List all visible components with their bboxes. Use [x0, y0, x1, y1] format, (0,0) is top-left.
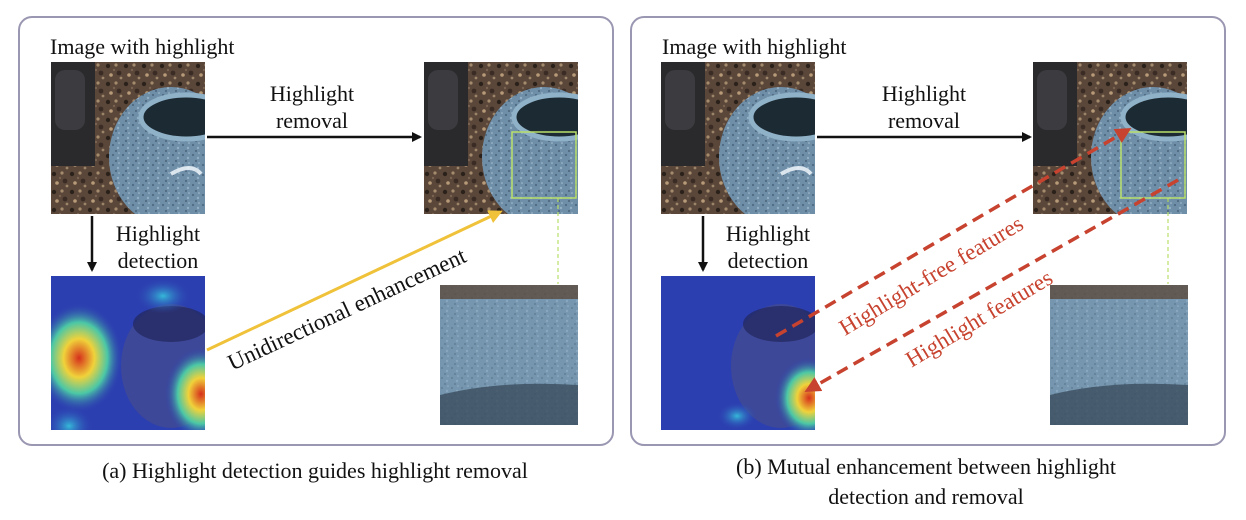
zoom-crop-a — [440, 285, 578, 425]
input-photo-b — [661, 62, 815, 214]
removal-label-a-line2: removal — [275, 108, 349, 133]
input-image-label-b: Image with highlight — [662, 34, 847, 59]
detection-label-a-line2: detection — [117, 248, 199, 273]
caption-b-line2: detection and removal — [828, 484, 1024, 509]
detection-label-b: Highlight detection — [710, 220, 826, 274]
output-photo-a — [424, 62, 578, 214]
caption-b: (b) Mutual enhancement between highlight… — [640, 452, 1212, 512]
heatmap-a — [51, 276, 205, 430]
zoom-crop-b — [1050, 285, 1188, 425]
caption-a: (a) Highlight detection guides highlight… — [102, 458, 528, 483]
detection-label-a-line1: Highlight — [115, 221, 201, 246]
detection-label-b-line1: Highlight — [725, 221, 811, 246]
detection-label-b-line2: detection — [727, 248, 809, 273]
removal-label-a-line1: Highlight — [269, 81, 355, 106]
removal-label-b: Highlight removal — [858, 80, 990, 134]
heatmap-b — [661, 276, 815, 430]
removal-label-b-line2: removal — [887, 108, 961, 133]
removal-label-a: Highlight removal — [246, 80, 378, 134]
output-photo-b — [1033, 62, 1187, 214]
removal-label-b-line1: Highlight — [881, 81, 967, 106]
input-image-label-a: Image with highlight — [50, 34, 235, 59]
detection-label-a: Highlight detection — [100, 220, 216, 274]
caption-b-line1: (b) Mutual enhancement between highlight — [736, 454, 1116, 479]
input-photo-a — [51, 62, 205, 214]
